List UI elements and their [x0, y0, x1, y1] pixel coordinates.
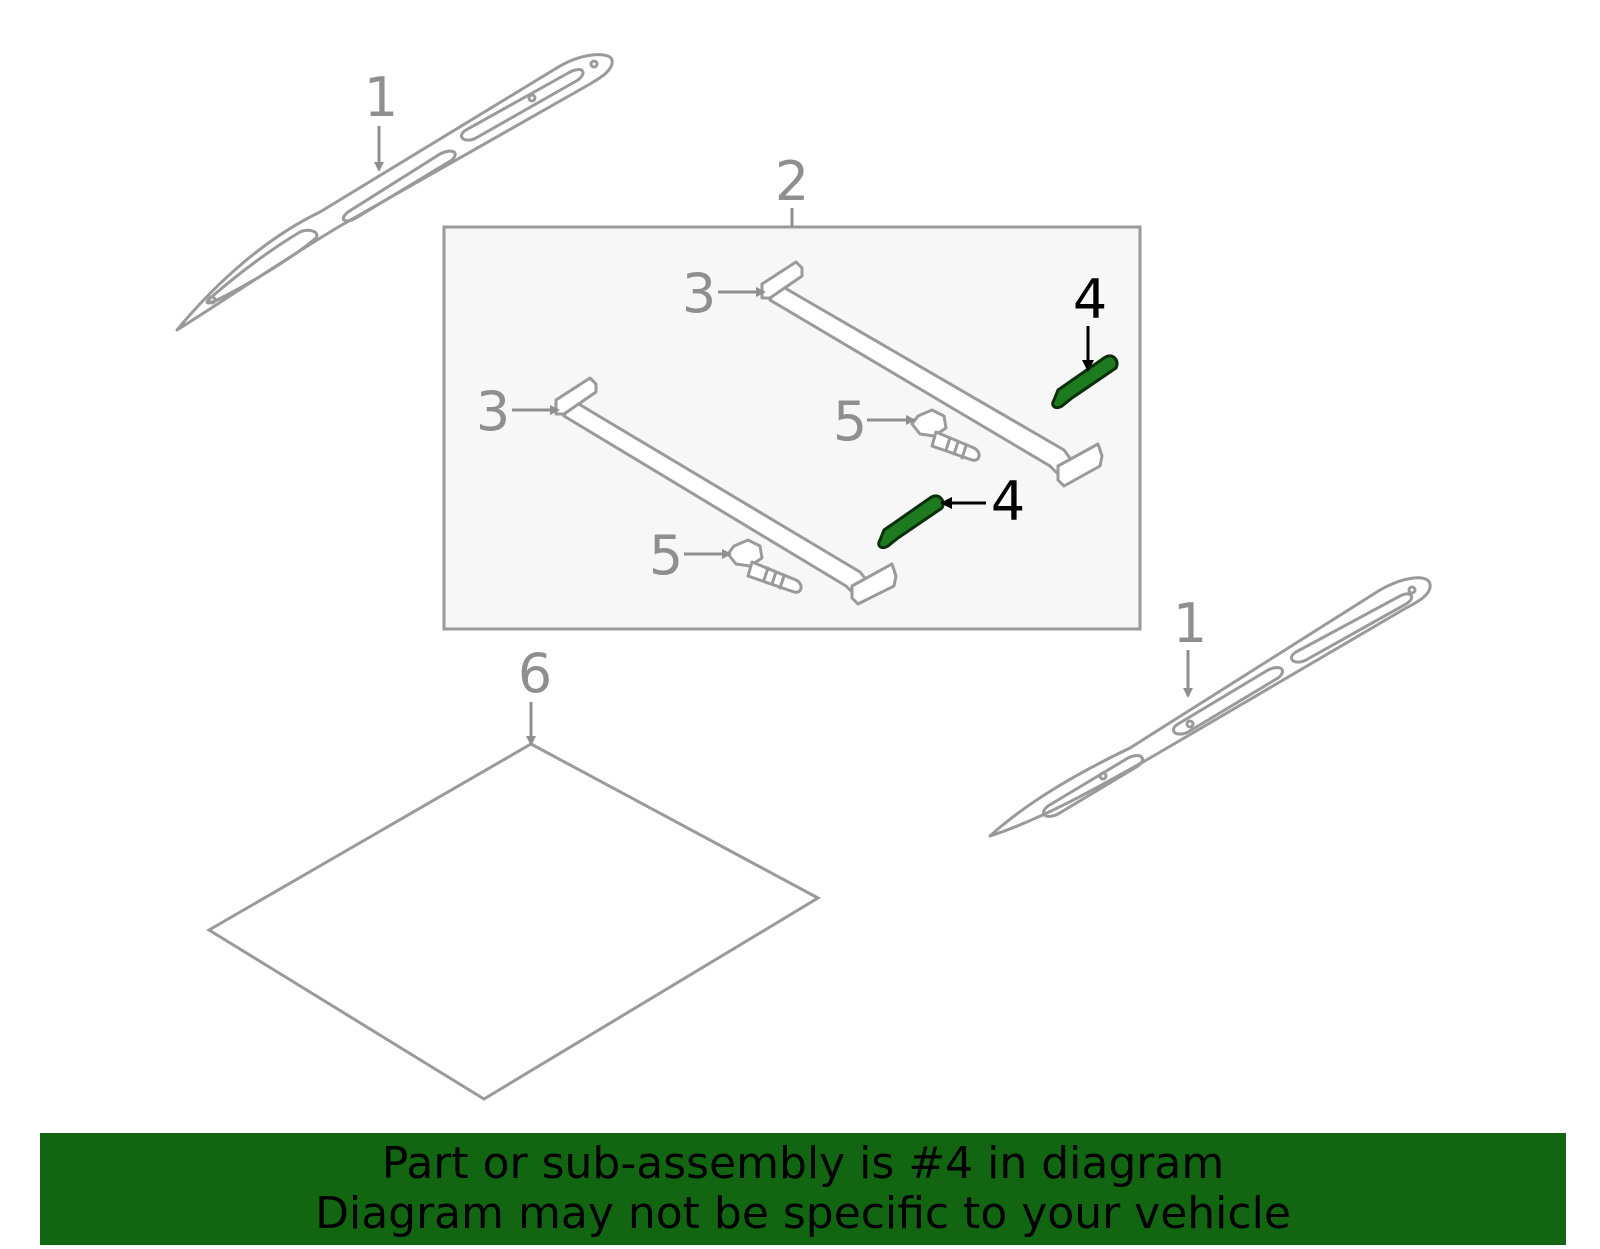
callout-3-upper: 3 — [682, 262, 716, 325]
callout-5-lower: 5 — [649, 524, 683, 587]
highlighted-bracket-lower[interactable] — [877, 494, 945, 550]
crossbar-kit-box — [442, 225, 1142, 631]
crossbar-lower[interactable] — [554, 376, 898, 606]
callout-4-upper: 4 — [1073, 268, 1107, 331]
callout-1-left: 1 — [364, 66, 398, 129]
banner-line-2: Diagram may not be specific to your vehi… — [315, 1188, 1291, 1239]
highlighted-bracket-upper[interactable] — [1051, 354, 1119, 410]
part-info-banner: Part or sub-assembly is #4 in diagram Di… — [40, 1133, 1566, 1245]
callout-2: 2 — [775, 150, 809, 213]
bolt-upper[interactable] — [910, 408, 981, 462]
cargo-mat[interactable] — [206, 742, 822, 1101]
roof-rail-right[interactable] — [988, 576, 1432, 838]
callout-3-lower: 3 — [476, 380, 510, 443]
crossbar-upper[interactable] — [760, 260, 1104, 488]
banner-line-1: Part or sub-assembly is #4 in diagram — [381, 1138, 1225, 1189]
callout-6: 6 — [518, 642, 552, 705]
callout-4-lower: 4 — [991, 470, 1025, 533]
callout-1-right: 1 — [1173, 592, 1207, 655]
callout-5-upper: 5 — [833, 390, 867, 453]
roof-rail-left[interactable] — [175, 53, 614, 332]
